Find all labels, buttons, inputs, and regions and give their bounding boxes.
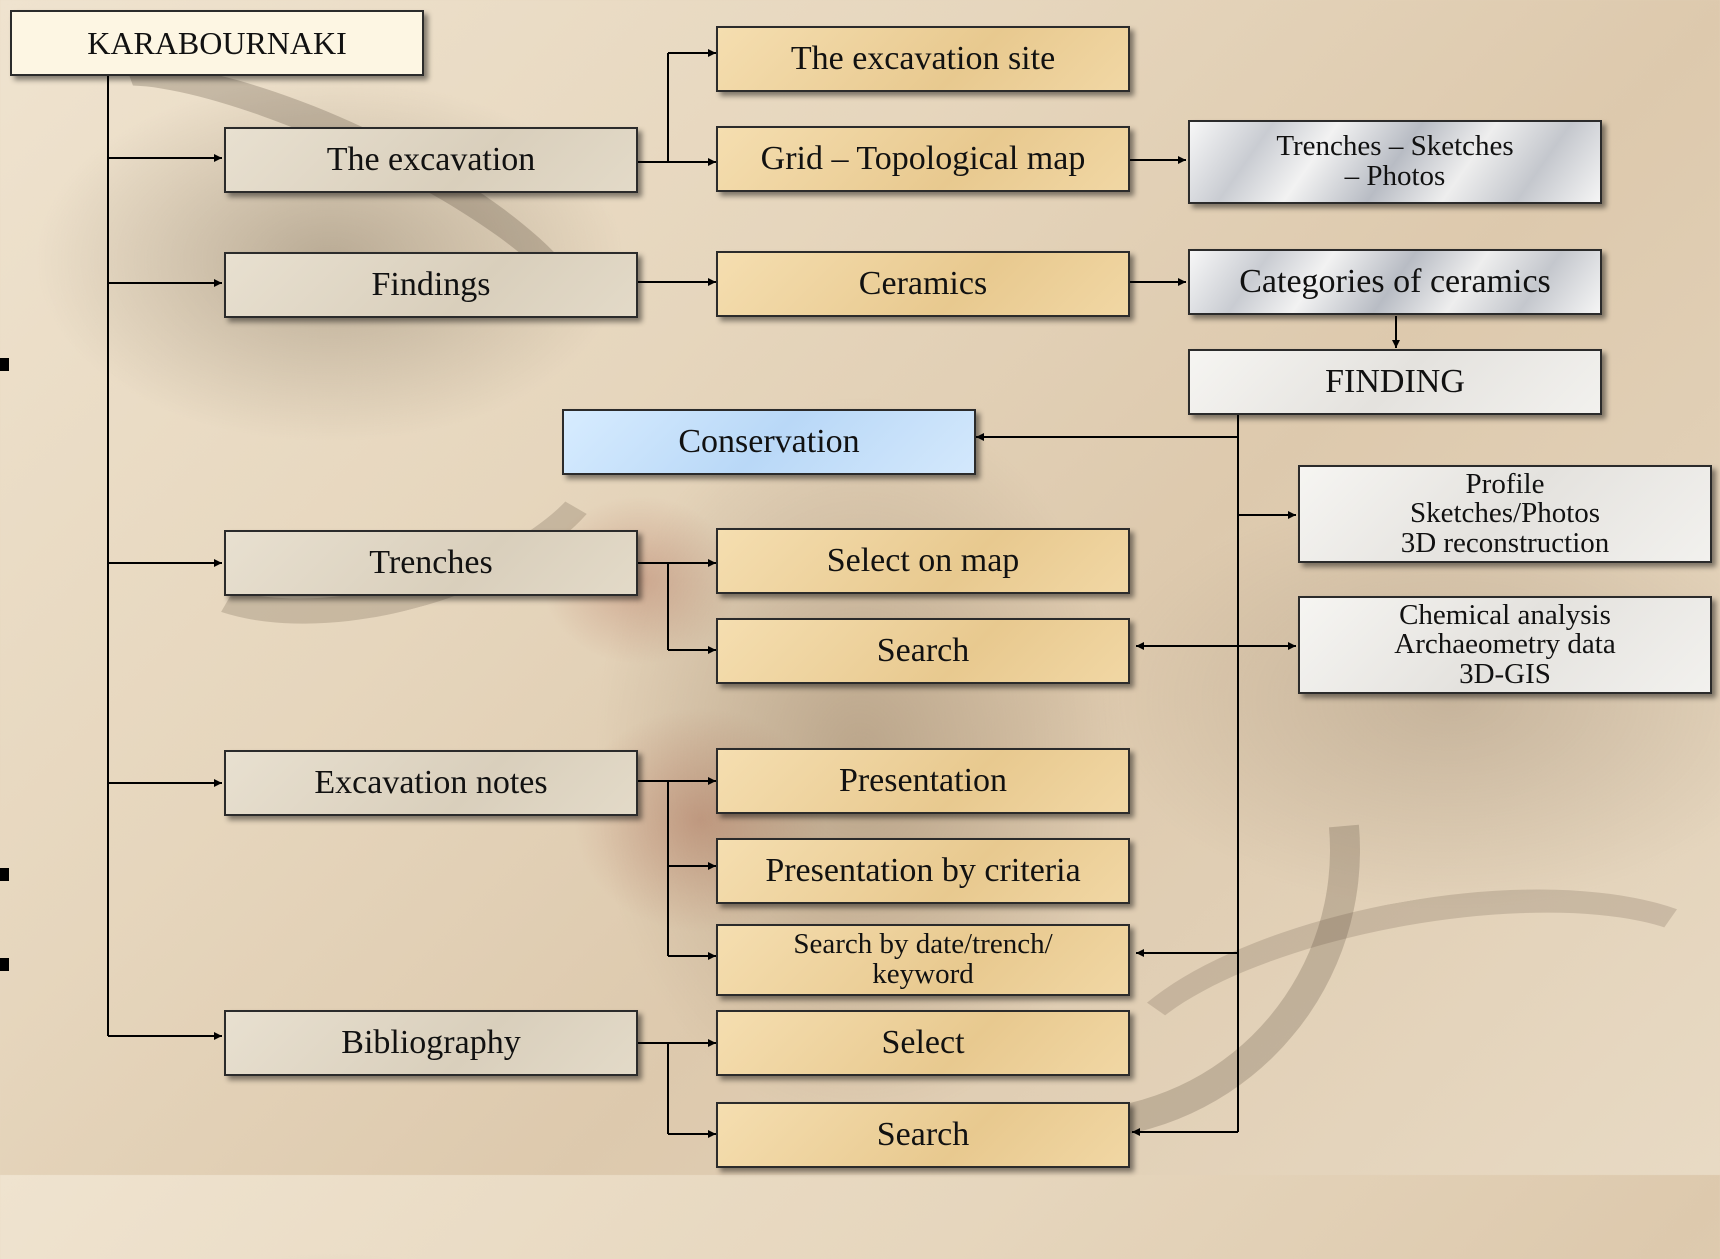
node-categories-of-ceramics: Categories of ceramics xyxy=(1188,249,1602,315)
node-label: Search xyxy=(876,1116,970,1153)
slide-bullet xyxy=(0,358,9,371)
slide-bullet xyxy=(0,868,9,881)
node-label: Profile Sketches/Photos 3D reconstructio… xyxy=(1400,467,1610,559)
node-conservation: Conservation xyxy=(562,409,976,475)
node-presentation: Presentation xyxy=(716,748,1130,814)
node-label: Excavation notes xyxy=(314,764,548,801)
node-select-bibliography: Select xyxy=(716,1010,1130,1076)
node-select-on-map: Select on map xyxy=(716,528,1130,594)
node-label: Search xyxy=(876,632,970,669)
node-the-excavation: The excavation xyxy=(224,127,638,193)
node-excavation-notes: Excavation notes xyxy=(224,750,638,816)
node-label: Bibliography xyxy=(341,1024,521,1061)
node-grid-topological-map: Grid – Topological map xyxy=(716,126,1130,192)
node-bibliography: Bibliography xyxy=(224,1010,638,1076)
connector-trenches-branch xyxy=(638,562,669,650)
node-trenches-sketches-photos: Trenches – Sketches – Photos xyxy=(1188,120,1602,204)
connector-biblio-branch xyxy=(638,1042,669,1134)
node-the-excavation-site: The excavation site xyxy=(716,26,1130,92)
node-profile-sketches-3d: Profile Sketches/Photos 3D reconstructio… xyxy=(1298,465,1712,563)
node-trenches: Trenches xyxy=(224,530,638,596)
node-label: Trenches xyxy=(369,544,493,581)
node-label: FINDING xyxy=(1325,363,1465,400)
node-search-trenches: Search xyxy=(716,618,1130,684)
node-label: Trenches – Sketches – Photos xyxy=(1276,130,1514,192)
node-label: Findings xyxy=(371,266,491,303)
node-label: The excavation xyxy=(326,141,536,178)
node-search-by-date-trench-keyword: Search by date/trench/ keyword xyxy=(716,924,1130,996)
node-presentation-by-criteria: Presentation by criteria xyxy=(716,838,1130,904)
connector-excavation-branch xyxy=(638,53,669,163)
node-finding: FINDING xyxy=(1188,349,1602,415)
node-label: Grid – Topological map xyxy=(760,140,1086,177)
node-ceramics: Ceramics xyxy=(716,251,1130,317)
slide-bullet xyxy=(0,958,9,971)
connector-lines xyxy=(107,49,1400,1138)
node-label: Conservation xyxy=(678,423,860,460)
node-label: Search by date/trench/ keyword xyxy=(793,928,1053,990)
node-label: Select on map xyxy=(826,542,1020,579)
root-node: KARABOURNAKI xyxy=(10,10,424,76)
node-label: Presentation by criteria xyxy=(765,852,1081,889)
node-label: Presentation xyxy=(838,762,1008,799)
node-label: Chemical analysis Archaeometry data 3D-G… xyxy=(1394,598,1616,690)
node-chemical-analysis: Chemical analysis Archaeometry data 3D-G… xyxy=(1298,596,1712,694)
node-label: The excavation site xyxy=(790,40,1056,77)
node-label: Ceramics xyxy=(858,265,988,302)
node-findings: Findings xyxy=(224,252,638,318)
node-search-bibliography: Search xyxy=(716,1102,1130,1168)
node-label: Select xyxy=(881,1024,965,1061)
node-label: Categories of ceramics xyxy=(1239,263,1551,300)
connector-notes-branch xyxy=(638,780,669,956)
root-label: KARABOURNAKI xyxy=(87,25,347,61)
